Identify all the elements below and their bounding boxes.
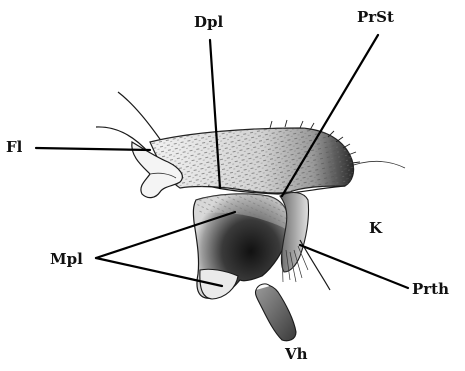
label-fl: Fl [6,138,23,156]
label-mpl: Mpl [50,250,83,268]
ventral-piece [255,284,296,341]
dorsal-plate-sclerite [150,120,360,193]
prothorax-sclerite [280,193,330,290]
label-prst: PrSt [357,8,394,26]
label-dpl: Dpl [194,13,223,31]
label-k: K [369,219,383,237]
label-prth: Prth [412,280,449,298]
label-vh: Vh [284,345,308,363]
